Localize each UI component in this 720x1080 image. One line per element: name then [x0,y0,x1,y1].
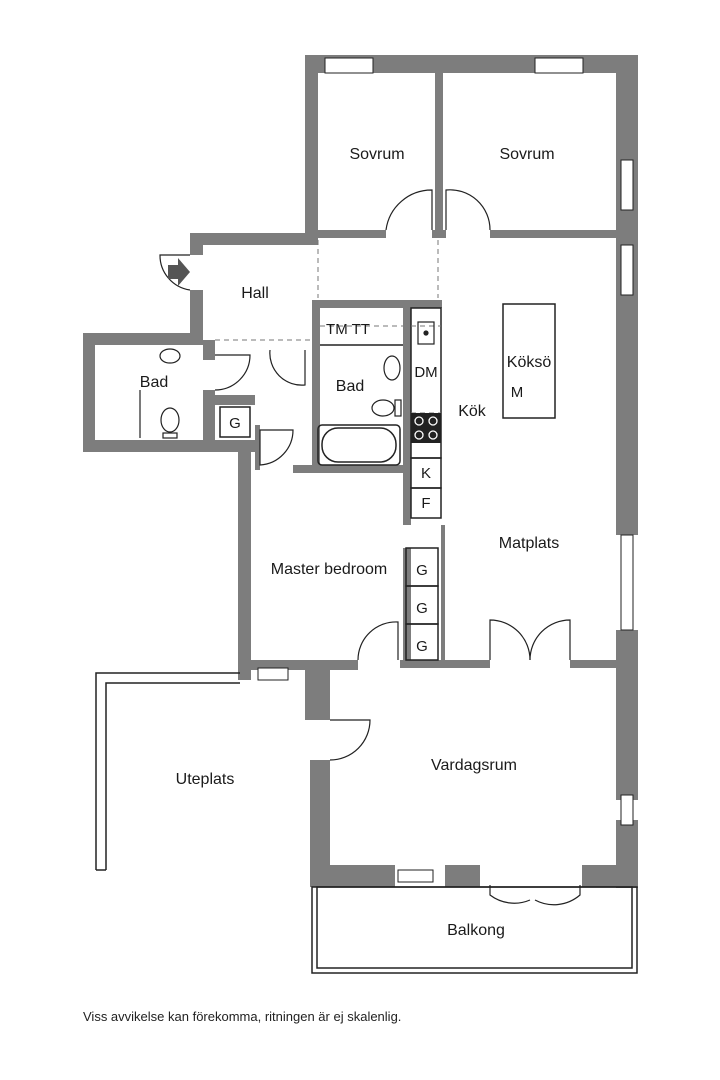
room-label-matplats: Matplats [499,535,559,552]
label-f: F [421,495,430,512]
label-m: M [511,384,524,401]
room-label-sovrum-right: Sovrum [499,146,554,163]
entry-arrow-icon [168,258,190,286]
label-g-wardrobe-1: G [416,562,428,579]
room-labels: Sovrum Sovrum Hall Bad Bad Kök Köksö Mat… [140,146,559,939]
room-label-sovrum-left: Sovrum [349,146,404,163]
stove-icon [411,413,441,443]
room-label-master-bedroom: Master bedroom [271,561,388,578]
room-label-hall: Hall [241,285,269,302]
label-g-wardrobe-3: G [416,638,428,655]
label-g-wardrobe-2: G [416,600,428,617]
windows [257,57,634,883]
outlines [95,303,638,974]
room-label-bad-small: Bad [140,374,168,391]
label-k: K [421,465,431,482]
doors [159,189,581,906]
label-g-hall: G [229,415,241,432]
room-label-balkong: Balkong [447,922,505,939]
room-label-kok: Kök [458,403,487,420]
room-label-kokso: Köksö [507,354,552,371]
walls [83,55,638,888]
room-label-vardagsrum: Vardagsrum [431,757,517,774]
bath-fixtures [139,321,435,439]
label-dm: DM [414,364,437,381]
fixture-labels: TM TT DM M K F G G G G [229,321,523,655]
room-label-uteplats: Uteplats [176,771,235,788]
disclaimer-text: Viss avvikelse kan förekomma, ritningen … [83,1009,402,1024]
label-tm-tt: TM TT [326,321,370,338]
room-label-bad-main: Bad [336,378,364,395]
